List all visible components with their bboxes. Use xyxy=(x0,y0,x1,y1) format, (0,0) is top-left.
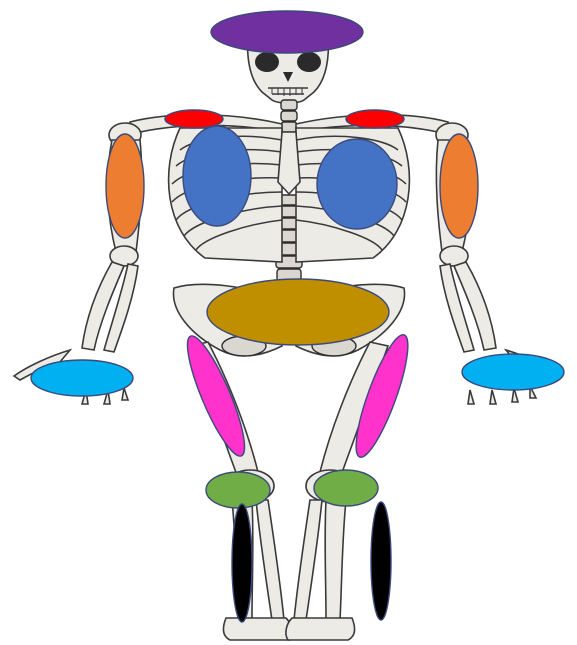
left-hand-marker xyxy=(31,360,133,396)
right-shoulder-marker xyxy=(346,110,404,128)
left-upper-arm-marker xyxy=(106,134,144,238)
skull-marker xyxy=(211,11,363,53)
left-shoulder-marker xyxy=(165,110,223,128)
pelvis-marker xyxy=(207,279,389,345)
left-shin-marker xyxy=(232,504,252,622)
right-knee-marker xyxy=(314,470,378,506)
left-knee-marker xyxy=(206,472,270,508)
left-chest-marker xyxy=(183,126,251,226)
right-chest-marker xyxy=(317,139,397,229)
right-hand-marker xyxy=(462,354,564,390)
right-shin-marker xyxy=(371,502,391,620)
right-upper-arm-marker xyxy=(440,134,478,238)
